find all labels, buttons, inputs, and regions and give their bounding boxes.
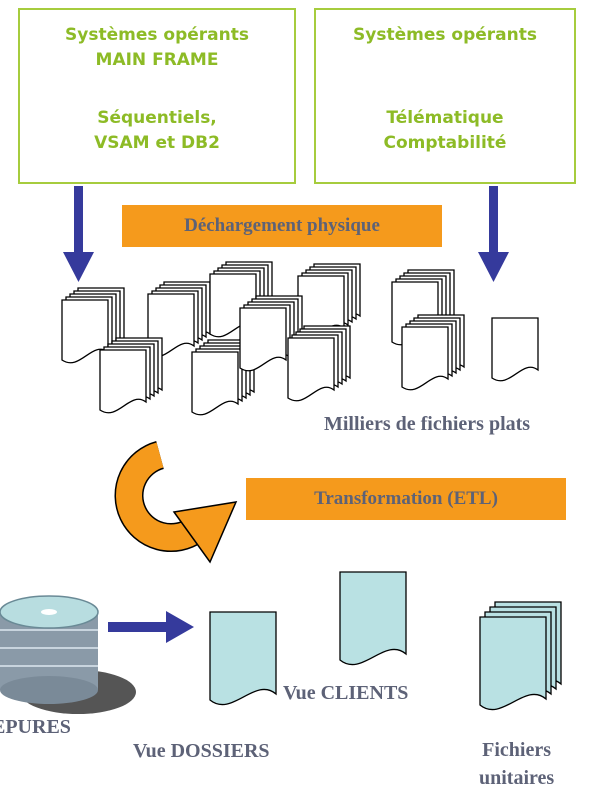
vue-clients-label: Vue CLIENTS: [283, 682, 409, 704]
milliers-label: Milliers de fichiers plats: [324, 413, 531, 435]
document-icon-dossiers: [209, 611, 277, 706]
dechargement-label: Déchargement physique: [122, 205, 442, 247]
right-arrow-icon: [108, 611, 194, 643]
other-title: Systèmes opérants: [353, 25, 537, 45]
mainframe-type-1: Séquentiels,: [97, 108, 217, 128]
transformation-label: Transformation (ETL): [246, 478, 566, 520]
vue-dossiers-label: Vue DOSSIERS: [133, 740, 270, 762]
epures-label: EPURES: [0, 716, 71, 738]
other-type-1: Télématique: [386, 108, 504, 128]
other-type-2: Comptabilité: [383, 133, 507, 153]
fichiers-label-line2: unitaires: [479, 767, 555, 789]
database-disk-icon: [0, 595, 136, 714]
mainframe-title: Systèmes opérants: [65, 25, 249, 45]
document-icon-clients: [339, 571, 407, 666]
source-box-other: Systèmes opérants Télématique Comptabili…: [314, 8, 576, 184]
fichiers-label: Fichiers unitaires: [479, 736, 554, 792]
document-stack-icon: [62, 262, 539, 415]
fichiers-label-line1: Fichiers: [482, 739, 552, 761]
mainframe-subtitle: MAIN FRAME: [95, 50, 219, 70]
mainframe-type-2: VSAM et DB2: [94, 133, 220, 153]
document-stack-icon-unitaires: [479, 601, 562, 711]
circular-arrow-icon: [114, 441, 238, 564]
down-arrow-icon-right: [478, 186, 509, 282]
down-arrow-icon-left: [63, 186, 94, 282]
source-box-mainframe: Systèmes opérants MAIN FRAME Séquentiels…: [18, 8, 296, 184]
